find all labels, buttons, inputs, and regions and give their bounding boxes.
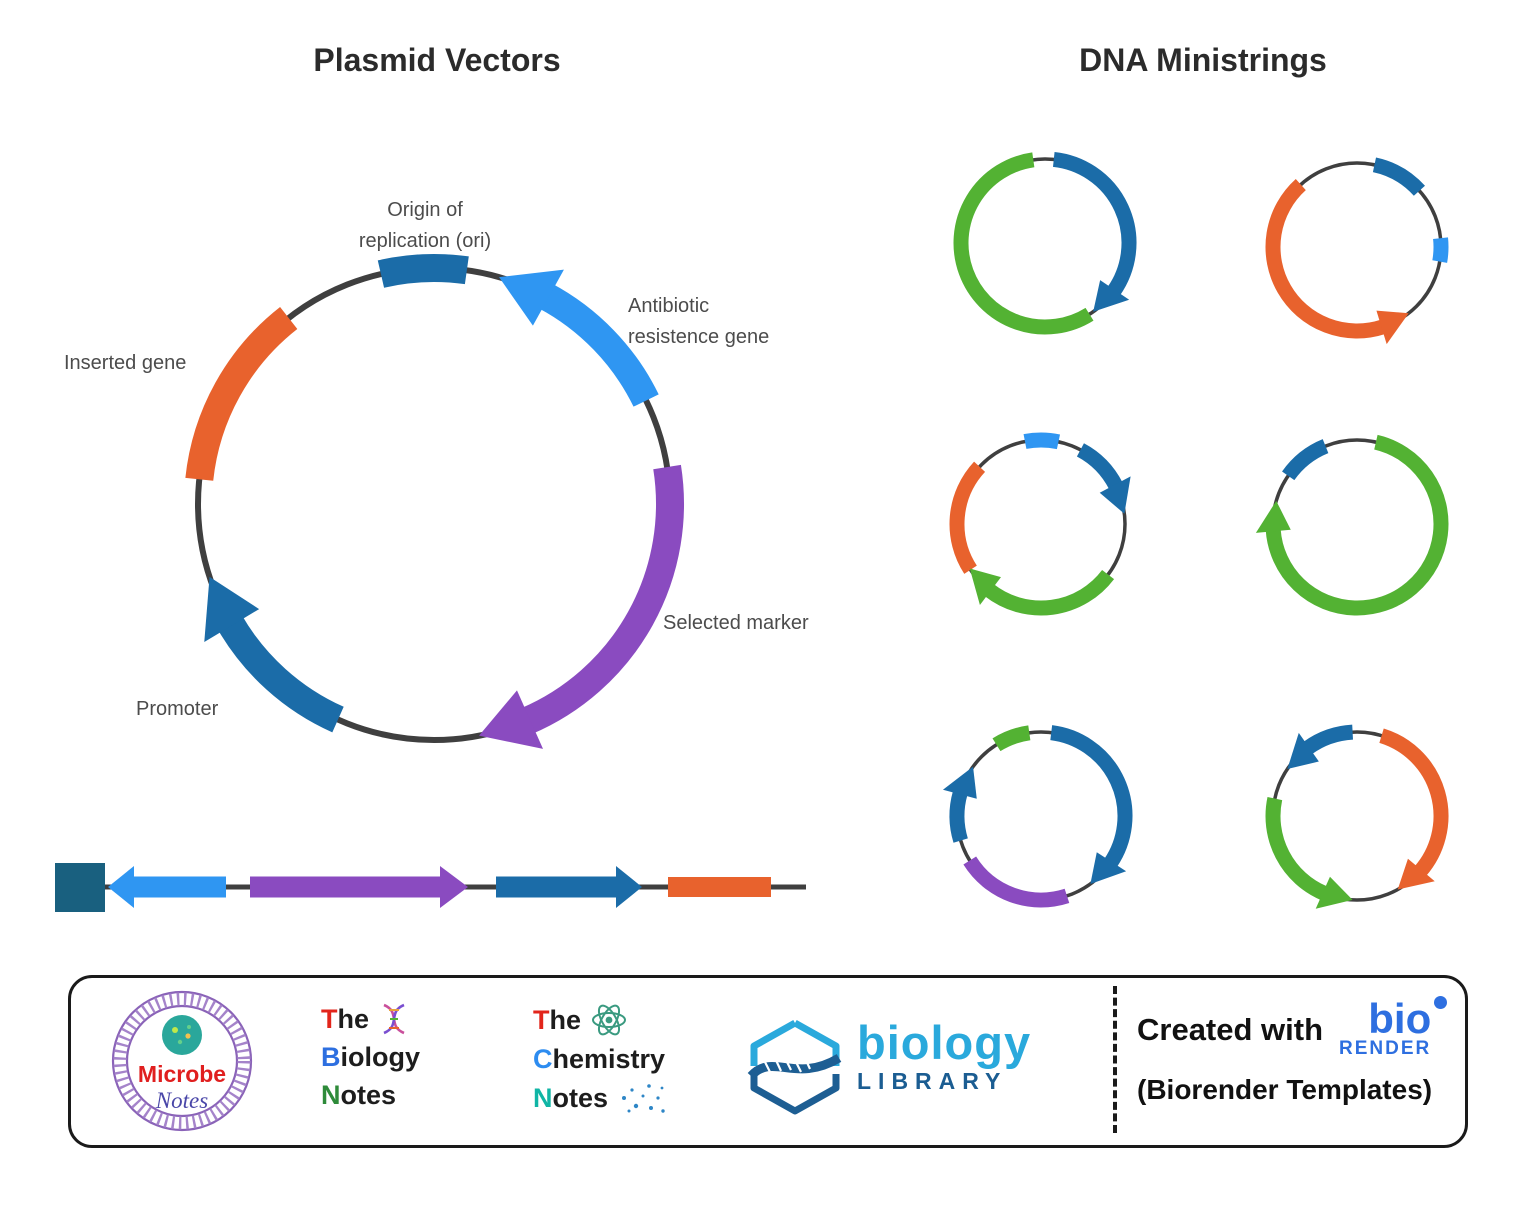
microbe-notes-logo: Microbe Notes: [107, 986, 257, 1141]
tbn-the: The: [321, 1004, 370, 1034]
ministring-3-segment-1-dark_blue: [1076, 443, 1123, 490]
ministring-5-segment-3-dark_blue: [949, 790, 968, 843]
promoter-arrow: [217, 614, 344, 733]
ministring-5-segment-0-green: [992, 725, 1031, 752]
selected-marker-arrow-arrowhead: [479, 690, 544, 749]
tcn-chemistry: Chemistry: [533, 1044, 666, 1074]
biorender-bio-wordmark: bio: [1368, 995, 1448, 1042]
microbe-sphere-icon: [162, 1015, 202, 1055]
promoter-label: Promoter: [136, 698, 219, 720]
inserted-gene-label: Inserted gene: [64, 352, 187, 374]
dna-helix-icon: [383, 1003, 405, 1035]
antibiotic-resistance-arrow-arrowhead: [499, 269, 564, 326]
ministring-1-segment-1-arrowhead: [1093, 280, 1130, 312]
ministring-3-segment-2-orange: [949, 461, 986, 574]
plasmid-vectors-title: Plasmid Vectors: [313, 42, 561, 78]
promoter-arrow-arrowhead: [204, 576, 260, 643]
biology-library-wordmark: biology: [857, 1016, 1032, 1069]
ministring-3-segment-1-arrowhead: [1099, 476, 1131, 514]
biorender-logo: bio RENDER: [1339, 995, 1448, 1060]
ministring-1-segment-1-dark_blue: [1052, 152, 1137, 296]
biology-library-logo: biology LIBRARY: [743, 1018, 1031, 1116]
microbe-notes-wordmark: Notes: [155, 1088, 208, 1113]
purple-right-arrow: [250, 866, 468, 908]
tbn-biology: Biology: [321, 1042, 420, 1072]
ori-segment: [377, 254, 469, 288]
ministring-1-segment-0-green: [953, 152, 1094, 335]
ministring-6-segment-1-orange: [1379, 728, 1449, 877]
light-blue-left-arrow: [108, 866, 226, 908]
dna-ring-icon: [113, 992, 251, 1130]
microbe-notes-badge: Microbe Notes: [111, 990, 253, 1132]
molecule-dots-icon: [622, 1084, 665, 1113]
biorender-credit: Created with bio RENDER (Biorender Templ…: [1137, 995, 1459, 1106]
atom-icon: [592, 1004, 627, 1036]
created-with-text: Created with: [1137, 1012, 1324, 1047]
teal-block: [55, 863, 105, 912]
ministring-3-segment-0-light_blue: [1023, 432, 1061, 450]
selected-marker-arrow: [520, 464, 684, 735]
ministring-6-segment-2-arrowhead: [1315, 876, 1353, 909]
orange-block: [668, 877, 771, 897]
ministring-5-segment-3-arrowhead: [942, 766, 977, 799]
microbe-wordmark: Microbe: [138, 1061, 226, 1087]
ministring-3-segment-3-arrowhead: [969, 568, 1001, 606]
antibiotic-label-line2: resistence gene: [628, 326, 770, 348]
biology-library-sub: LIBRARY: [857, 1068, 1008, 1094]
dark-blue-right-arrow: [496, 866, 642, 908]
antibiotic-label-line1: Antibiotic: [628, 295, 710, 317]
ministring-3-segment-3-green: [984, 569, 1115, 616]
selected-marker-label: Selected marker: [663, 612, 809, 634]
antibiotic-resistance-label: Antibiotic resistence gene: [628, 291, 769, 353]
tcn-the: The: [533, 1005, 582, 1035]
ori-label-line2: replication (ori): [358, 230, 492, 252]
ministring-6-segment-0-arrowhead: [1287, 732, 1319, 770]
inserted-gene-segment: [185, 307, 298, 481]
ministring-5-segment-1-dark_blue: [1050, 725, 1133, 868]
ministring-2-segment-2-light_blue: [1432, 237, 1449, 263]
ministring-6-segment-2-green: [1265, 796, 1328, 901]
ministring-5-segment-2-purple: [963, 856, 1070, 908]
tcn-notes: Notes: [533, 1083, 609, 1113]
origin-of-replication-label: Origin of replication (ori): [275, 195, 575, 257]
biorender-templates-text: (Biorender Templates): [1137, 1074, 1433, 1105]
the-biology-notes-logo: The Biology Notes: [321, 1000, 420, 1114]
ministring-5-segment-1-arrowhead: [1090, 852, 1127, 884]
ministring-6-segment-0-dark_blue: [1303, 724, 1354, 755]
dna-ministrings-title: DNA Ministrings: [1079, 42, 1327, 78]
biorender-render-wordmark: RENDER: [1339, 1038, 1432, 1059]
ministring-6-segment-1-arrowhead: [1397, 858, 1435, 890]
credits-footer: Microbe Notes The Biology Notes The: [68, 975, 1468, 1148]
ministring-2-segment-0-arrowhead: [1376, 310, 1409, 345]
tbn-notes: Notes: [321, 1080, 397, 1110]
the-chemistry-notes-logo: The Chemistry Notes: [533, 1000, 670, 1118]
antibiotic-resistance-arrow: [538, 283, 659, 407]
ministring-4-segment-1-green: [1265, 434, 1449, 616]
ministring-2-segment-1-dark_blue: [1372, 157, 1425, 197]
ministring-4-segment-1-arrowhead: [1255, 500, 1291, 533]
ori-label-line1: Origin of: [387, 199, 463, 221]
dashed-divider: [1113, 986, 1117, 1133]
hexagon-dna-icon: [747, 1019, 842, 1115]
ministring-2-segment-0-orange: [1265, 179, 1386, 339]
ministring-4-segment-0-dark_blue: [1282, 439, 1329, 481]
